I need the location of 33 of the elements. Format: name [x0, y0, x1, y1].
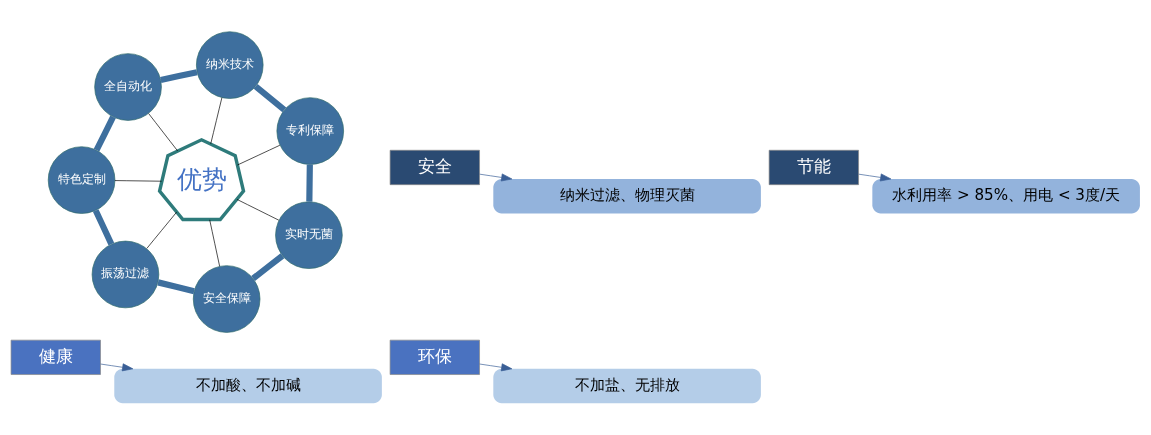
connector	[157, 279, 195, 295]
node-box: 不加酸、不加碱	[114, 368, 382, 404]
node-circle: 安全保障	[192, 265, 261, 333]
node-box: 纳米过滤、物理灭菌	[493, 179, 761, 214]
arrow	[479, 173, 513, 182]
node-circle: 特色定制	[47, 146, 116, 214]
connector	[92, 209, 115, 246]
node-box: 健康	[10, 339, 101, 375]
connector	[253, 83, 287, 113]
node-circle: 全自动化	[94, 53, 162, 121]
node-circle: 振荡过滤	[91, 240, 160, 309]
connector	[236, 199, 280, 221]
arrow	[100, 363, 134, 372]
node-box: 安全	[389, 149, 480, 185]
connector	[160, 69, 198, 83]
node-circle: 纳米技术	[196, 31, 264, 99]
node-circle: 实时无菌	[275, 201, 343, 269]
node-box: 环保	[389, 339, 480, 375]
connector	[114, 180, 162, 182]
connector	[306, 164, 313, 202]
connector	[148, 113, 179, 152]
arrow	[858, 173, 892, 182]
connector	[237, 144, 281, 166]
connector	[210, 97, 223, 145]
node-box: 节能	[768, 149, 859, 185]
connector	[146, 211, 177, 249]
connector	[209, 219, 220, 267]
node-box: 水利用率 > 85%、用电 < 3度/天	[872, 179, 1140, 214]
connector	[93, 115, 116, 152]
connector	[251, 253, 285, 281]
node-circle: 专利保障	[276, 97, 344, 165]
arrow	[479, 363, 513, 372]
node-box: 不加盐、无排放	[493, 368, 761, 404]
